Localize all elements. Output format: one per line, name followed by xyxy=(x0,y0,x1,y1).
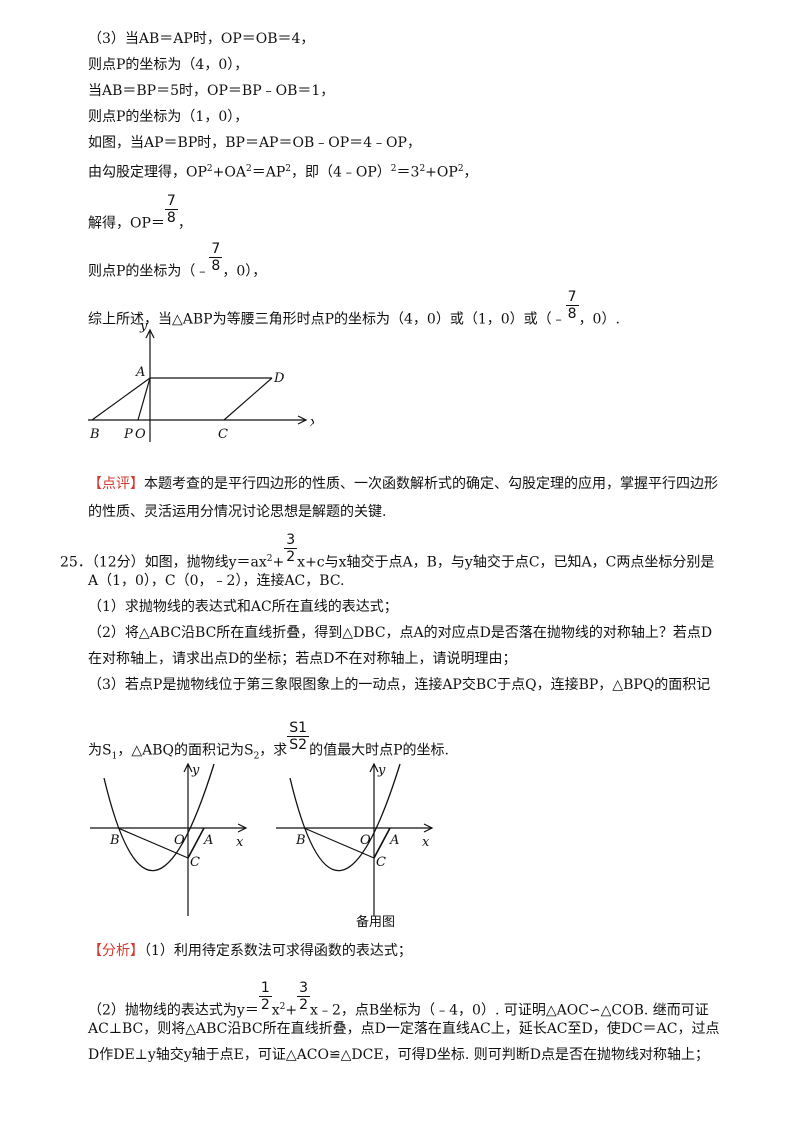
svg-text:C: C xyxy=(190,855,200,870)
text-line: 由勾股定理得，OP2+OA2＝AP2，即（4﹣OP）2＝32+OP2， xyxy=(88,164,478,181)
svg-text:y: y xyxy=(191,763,200,778)
parallelogram-figure: y A D x B P O C xyxy=(88,320,314,442)
svg-text:B: B xyxy=(295,833,306,848)
segment-ap xyxy=(137,377,151,421)
text-line: 在对称轴上，请求出点D的坐标；若点D不在对称轴上，请说明理由； xyxy=(88,651,517,667)
svg-text:y: y xyxy=(377,763,386,778)
label-d: D xyxy=(273,371,285,386)
text-line: 如图，当AP＝BP时，BP＝AP＝OB﹣OP＝4﹣OP， xyxy=(88,135,421,151)
analysis-tag: 【分析】 xyxy=(88,943,144,959)
segment-dc xyxy=(223,377,273,421)
label-y: y xyxy=(139,320,148,334)
text-line: 当AB＝BP＝5时，OP＝BP﹣OB＝1， xyxy=(88,83,335,99)
svg-text:x: x xyxy=(236,835,244,850)
x-axis-arrow xyxy=(297,415,308,425)
analysis-line: 【分析】（1）利用待定系数法可求得函数的表达式； xyxy=(88,943,412,959)
label-c: C xyxy=(218,427,228,442)
text-line: （3）若点P是抛物线位于第三象限图象上的一动点，连接AP交BC于点Q，连接BP，… xyxy=(88,677,711,693)
svg-text:x: x xyxy=(422,835,430,850)
label-o: O xyxy=(135,427,146,442)
parabola-figure-left: y B O A x C xyxy=(90,762,248,916)
analysis-line: AC⊥BC，则将△ABC沿BC所在直线折叠，点D一定落在直线AC上，延长AC至D… xyxy=(88,1021,720,1037)
text-line: 则点P的坐标为（4，0）， xyxy=(88,57,249,73)
svg-text:O: O xyxy=(174,833,185,848)
svg-text:C: C xyxy=(376,855,386,870)
parabola-figure-right: y B O A x C 备用图 xyxy=(276,762,434,930)
segment-ac xyxy=(373,827,391,859)
review-tag: 【点评】 xyxy=(88,476,144,492)
svg-text:A: A xyxy=(203,833,213,848)
label-b: B xyxy=(89,427,100,442)
text-line: A（1，0），C（0，﹣2），连接AC，BC. xyxy=(88,573,345,589)
label-a: A xyxy=(135,365,145,380)
label-x: x xyxy=(310,415,314,430)
analysis-line: D作DE⊥y轴交y轴于点E，可证△ACO≌△DCE，可得D坐标. 则可判断D点是… xyxy=(88,1047,709,1063)
parabola-curve xyxy=(289,763,401,872)
text-line: 则点P的坐标为（1，0）， xyxy=(88,109,249,125)
label-p: P xyxy=(123,427,133,442)
text-line: （2）将△ABC沿BC所在直线折叠，得到△DBC，点A的对应点D是否落在抛物线的… xyxy=(88,625,713,641)
svg-text:B: B xyxy=(109,833,120,848)
figure-caption: 备用图 xyxy=(356,914,395,930)
text-line: （1）求抛物线的表达式和AC所在直线的表达式； xyxy=(88,599,398,615)
svg-text:A: A xyxy=(389,833,399,848)
segment-bc xyxy=(117,827,189,859)
y-axis-arrow xyxy=(145,328,155,339)
parabola-curve xyxy=(103,763,215,872)
segment-bc xyxy=(303,827,375,859)
segment-ab xyxy=(91,377,151,421)
review-paragraph: 【点评】本题考查的是平行四边形的性质、一次函数解析式的确定、勾股定理的应用，掌握… xyxy=(88,476,718,520)
segment-ac xyxy=(187,827,205,859)
text-line: （3）当AB＝AP时，OP＝OB＝4， xyxy=(88,31,315,47)
svg-text:O: O xyxy=(360,833,371,848)
